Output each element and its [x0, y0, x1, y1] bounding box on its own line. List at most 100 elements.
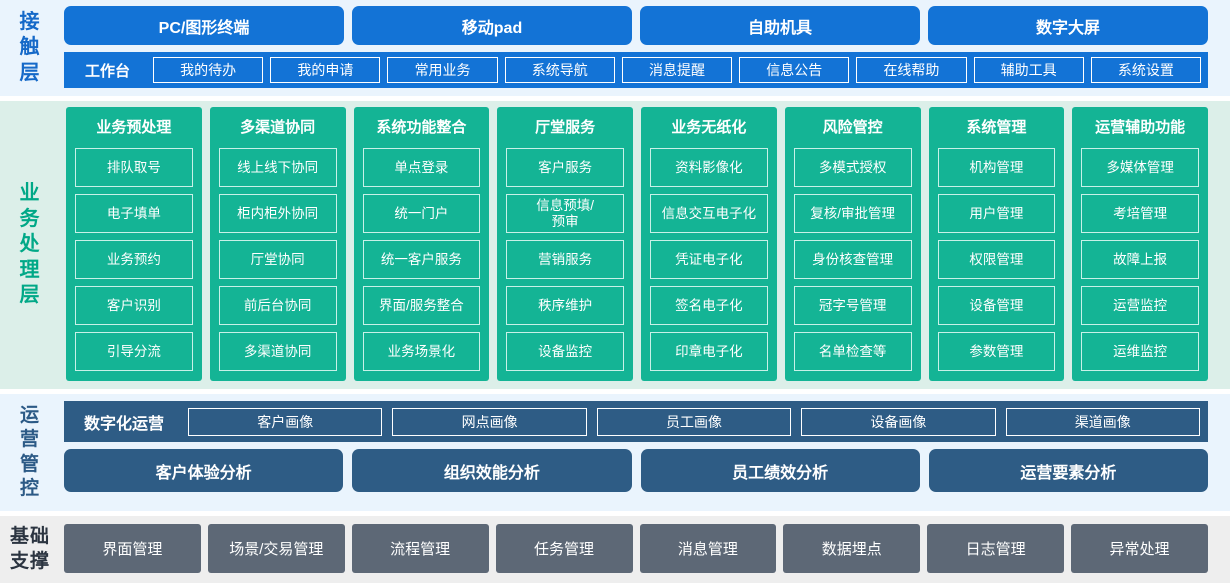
business-column: 风险管控多模式授权复核/审批管理身份核查管理冠字号管理名单检查等	[784, 107, 921, 381]
base-item-message-management[interactable]: 消息管理	[639, 524, 777, 573]
business-item[interactable]: 考培管理	[1081, 194, 1199, 233]
business-item[interactable]: 凭证电子化	[650, 240, 768, 279]
business-item[interactable]: 营销服务	[506, 240, 624, 279]
base-item-process-management[interactable]: 流程管理	[351, 524, 489, 573]
business-item[interactable]: 信息交互电子化	[650, 194, 768, 233]
layer-contact-label-char: 层	[19, 61, 41, 84]
terminal-row: PC/图形终端 移动pad 自助机具 数字大屏	[64, 6, 1208, 45]
analysis-item-employee-performance[interactable]: 员工绩效分析	[640, 449, 920, 492]
portrait-item-customer[interactable]: 客户画像	[188, 407, 383, 436]
business-item[interactable]: 界面/服务整合	[362, 286, 481, 325]
business-columns: 业务预处理排队取号电子填单业务预约客户识别引导分流多渠道协同线上线下协同柜内柜外…	[60, 101, 1230, 389]
business-item[interactable]: 客户识别	[75, 286, 193, 325]
business-item[interactable]: 排队取号	[75, 148, 193, 187]
business-item[interactable]: 名单检查等	[793, 332, 912, 371]
business-item[interactable]: 权限管理	[937, 240, 1056, 279]
business-column-title: 运营辅助功能	[1095, 119, 1186, 136]
analysis-item-operation-elements[interactable]: 运营要素分析	[928, 449, 1208, 492]
base-support-row: 界面管理 场景/交易管理 流程管理 任务管理 消息管理 数据埋点 日志管理 异常…	[64, 524, 1208, 573]
business-item[interactable]: 设备管理	[937, 286, 1056, 325]
business-item[interactable]: 故障上报	[1081, 240, 1199, 279]
base-item-exception-handling[interactable]: 异常处理	[1071, 524, 1208, 573]
layer-operations-label-char: 控	[19, 477, 40, 499]
business-item[interactable]: 身份核查管理	[793, 240, 912, 279]
business-item[interactable]: 资料影像化	[650, 148, 768, 187]
digital-operations-title: 数字化运营	[84, 415, 165, 433]
business-item[interactable]: 厅堂协同	[218, 240, 337, 279]
business-item[interactable]: 印章电子化	[650, 332, 768, 371]
layer-base-support-label-char: 支撑	[9, 550, 50, 572]
business-item[interactable]: 复核/审批管理	[793, 194, 912, 233]
business-item[interactable]: 多媒体管理	[1081, 148, 1199, 187]
workbench-item-my-application[interactable]: 我的申请	[270, 57, 381, 83]
workbench-item-online-help[interactable]: 在线帮助	[856, 57, 967, 83]
base-item-scene-transaction-management[interactable]: 场景/交易管理	[207, 524, 345, 573]
layer-base-support-label: 基础 支撑	[0, 516, 60, 583]
portrait-item-device[interactable]: 设备画像	[801, 407, 996, 436]
business-item[interactable]: 电子填单	[75, 194, 193, 233]
layer-base-support-body: 界面管理 场景/交易管理 流程管理 任务管理 消息管理 数据埋点 日志管理 异常…	[60, 516, 1230, 583]
terminal-card-self-service[interactable]: 自助机具	[640, 6, 920, 45]
business-column-title: 多渠道协同	[240, 119, 316, 136]
analysis-item-customer-experience[interactable]: 客户体验分析	[64, 449, 344, 492]
digital-operations-row: 数字化运营 客户画像 网点画像 员工画像 设备画像 渠道画像	[64, 401, 1208, 442]
business-item[interactable]: 业务场景化	[362, 332, 481, 371]
layer-operations-label: 运 营 管 控	[0, 394, 60, 511]
workbench-item-my-todo[interactable]: 我的待办	[153, 57, 264, 83]
business-item[interactable]: 引导分流	[75, 332, 193, 371]
terminal-card-digital-screen[interactable]: 数字大屏	[928, 6, 1208, 45]
portrait-item-channel[interactable]: 渠道画像	[1005, 407, 1200, 436]
layer-business-body: 业务预处理排队取号电子填单业务预约客户识别引导分流多渠道协同线上线下协同柜内柜外…	[60, 101, 1230, 389]
base-item-task-management[interactable]: 任务管理	[495, 524, 633, 573]
business-item[interactable]: 用户管理	[937, 194, 1056, 233]
business-item[interactable]: 运营监控	[1081, 286, 1199, 325]
business-item[interactable]: 统一门户	[362, 194, 481, 233]
business-item[interactable]: 机构管理	[937, 148, 1056, 187]
business-item[interactable]: 柜内柜外协同	[218, 194, 337, 233]
business-item[interactable]: 冠字号管理	[793, 286, 912, 325]
layer-contact-label-char: 触	[19, 36, 41, 59]
layer-base-support-label-char: 基础	[9, 526, 50, 548]
business-item[interactable]: 客户服务	[506, 148, 624, 187]
portrait-item-branch[interactable]: 网点画像	[392, 407, 587, 436]
workbench-item-announcement[interactable]: 信息公告	[739, 57, 850, 83]
business-item[interactable]: 前后台协同	[218, 286, 337, 325]
workbench-item-system-navigation[interactable]: 系统导航	[504, 57, 615, 83]
layer-business-label-char: 理	[19, 258, 41, 281]
layer-business: 业 务 处 理 层 业务预处理排队取号电子填单业务预约客户识别引导分流多渠道协同…	[0, 101, 1230, 389]
business-item[interactable]: 运维监控	[1081, 332, 1199, 371]
business-item[interactable]: 多渠道协同	[218, 332, 337, 371]
layer-operations-body: 数字化运营 客户画像 网点画像 员工画像 设备画像 渠道画像 客户体验分析 组织…	[60, 394, 1230, 511]
business-column: 运营辅助功能多媒体管理考培管理故障上报运营监控运维监控	[1072, 107, 1208, 381]
layer-contact-body: PC/图形终端 移动pad 自助机具 数字大屏 工作台 我的待办 我的申请 常用…	[60, 0, 1230, 96]
business-item[interactable]: 信息预填/预审	[506, 194, 624, 233]
layer-contact: 接 触 层 PC/图形终端 移动pad 自助机具 数字大屏 工作台 我的待办 我…	[0, 0, 1230, 96]
business-item[interactable]: 签名电子化	[650, 286, 768, 325]
business-item[interactable]: 统一客户服务	[362, 240, 481, 279]
business-column-title: 系统功能整合	[376, 119, 467, 136]
business-item[interactable]: 秩序维护	[506, 286, 624, 325]
business-item[interactable]: 线上线下协同	[218, 148, 337, 187]
workbench-item-system-settings[interactable]: 系统设置	[1090, 57, 1201, 83]
layer-business-label-char: 务	[19, 207, 41, 230]
base-item-log-management[interactable]: 日志管理	[927, 524, 1065, 573]
layer-base-support: 基础 支撑 界面管理 场景/交易管理 流程管理 任务管理 消息管理 数据埋点 日…	[0, 516, 1230, 583]
business-item[interactable]: 设备监控	[506, 332, 624, 371]
workbench-item-auxiliary-tools[interactable]: 辅助工具	[973, 57, 1084, 83]
business-item[interactable]: 单点登录	[362, 148, 481, 187]
layer-operations-label-char: 营	[19, 429, 40, 451]
business-item[interactable]: 业务预约	[75, 240, 193, 279]
business-column-title: 业务无纸化	[671, 119, 747, 136]
business-column-title: 系统管理	[966, 119, 1027, 136]
portrait-item-employee[interactable]: 员工画像	[596, 407, 792, 436]
base-item-ui-management[interactable]: 界面管理	[64, 524, 201, 573]
workbench-item-message-reminder[interactable]: 消息提醒	[621, 57, 733, 83]
base-item-data-tracking[interactable]: 数据埋点	[783, 524, 921, 573]
workbench-item-common-business[interactable]: 常用业务	[387, 57, 498, 83]
business-item[interactable]: 参数管理	[937, 332, 1056, 371]
analysis-item-organization-efficiency[interactable]: 组织效能分析	[352, 449, 632, 492]
business-item[interactable]: 多模式授权	[793, 148, 912, 187]
business-column: 厅堂服务客户服务信息预填/预审营销服务秩序维护设备监控	[497, 107, 633, 381]
terminal-card-pc[interactable]: PC/图形终端	[64, 6, 344, 45]
terminal-card-mobile-pad[interactable]: 移动pad	[352, 6, 632, 45]
